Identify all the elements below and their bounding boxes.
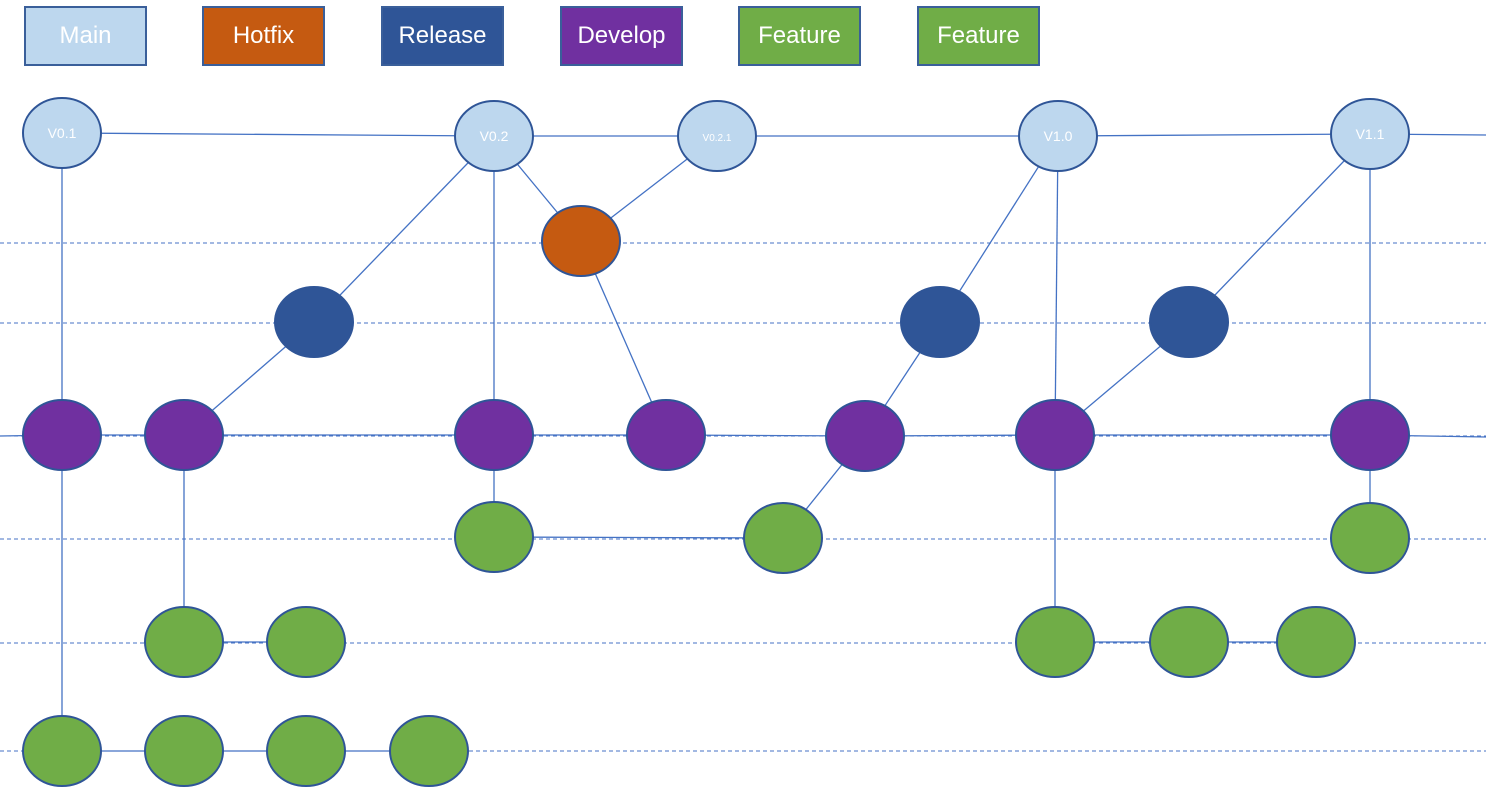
commit-node-f2a	[144, 606, 224, 678]
commit-node-f1a	[454, 501, 534, 573]
commit-node-f3c	[266, 715, 346, 787]
legend-release: Release	[381, 6, 504, 66]
commit-node-f2d	[1149, 606, 1229, 678]
edge-m4-m5	[1057, 133, 1371, 137]
commit-node-r2	[900, 286, 980, 358]
commit-node-f3b	[144, 715, 224, 787]
commit-node-f2e	[1276, 606, 1356, 678]
version-label-m5: V1.1	[1356, 126, 1385, 142]
version-label-m1: V0.1	[48, 125, 77, 141]
commit-node-d2	[144, 399, 224, 471]
commit-node-d6	[1015, 399, 1095, 471]
version-label-m2: V0.2	[480, 128, 509, 144]
commit-node-m5	[1330, 98, 1410, 170]
commit-node-f1c	[1330, 502, 1410, 574]
commit-nodes: V0.1 V0.2 V0.2.1 V1.0 V1.1	[22, 97, 1410, 787]
lane-guides	[0, 242, 1486, 752]
commit-node-r1	[274, 286, 354, 358]
edge-m5-r3	[1188, 133, 1371, 323]
commit-node-f3a	[22, 715, 102, 787]
commit-node-d5	[825, 400, 905, 472]
edge-m4-d6	[1054, 135, 1059, 436]
edge-m1-m2	[61, 132, 495, 137]
commit-node-d1	[22, 399, 102, 471]
commit-node-m1	[22, 97, 102, 169]
legend-feature-2: Feature	[917, 6, 1040, 66]
commit-node-f2c	[1015, 606, 1095, 678]
legend-feature-1: Feature	[738, 6, 861, 66]
commit-node-m4	[1018, 100, 1098, 172]
commit-node-f2b	[266, 606, 346, 678]
legend-develop: Develop	[560, 6, 683, 66]
version-label-m4: V1.0	[1044, 128, 1073, 144]
legend-main: Main	[24, 6, 147, 66]
commit-node-d3	[454, 399, 534, 471]
commit-node-m2	[454, 100, 534, 172]
legend-hotfix: Hotfix	[202, 6, 325, 66]
edge-f1a-f1b	[493, 536, 784, 539]
edge-m2-r1	[313, 135, 495, 323]
commit-node-r3	[1149, 286, 1229, 358]
commit-node-f3d	[389, 715, 469, 787]
commit-node-h1	[541, 205, 621, 277]
version-label-m3: V0.2.1	[703, 133, 732, 144]
commit-node-d4	[626, 399, 706, 471]
commit-node-m3	[677, 100, 757, 172]
commit-node-d7	[1330, 399, 1410, 471]
commit-node-f1b	[743, 502, 823, 574]
